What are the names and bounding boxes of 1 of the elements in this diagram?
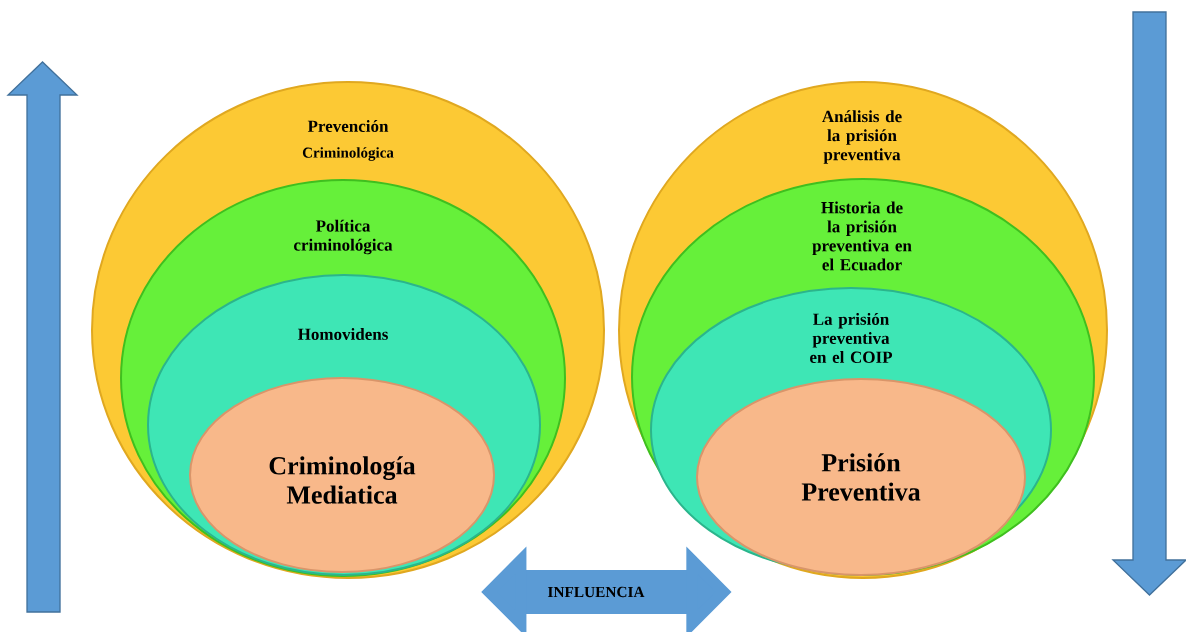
- edge-label: INFLUENCIA: [547, 586, 645, 598]
